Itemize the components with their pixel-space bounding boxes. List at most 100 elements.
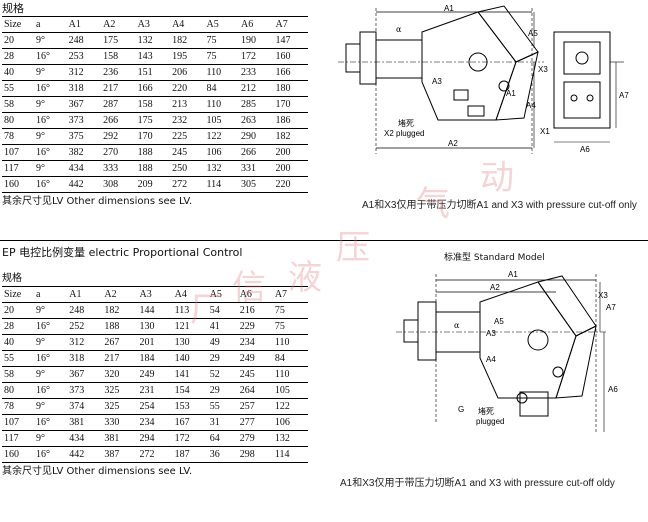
table-cell: 16° — [36, 321, 50, 332]
table-cell: 75 — [274, 321, 285, 332]
table-cell: 270 — [103, 147, 119, 158]
table-cell: 264 — [239, 385, 255, 396]
table-cell: 36 — [209, 449, 220, 460]
table-cell: 234 — [239, 337, 255, 348]
table-cell: 212 — [241, 83, 256, 94]
table-cell: 9° — [36, 433, 45, 444]
table-1-note: 其余尺寸见LV Other dimensions see LV. — [2, 196, 193, 207]
dim-a4: A4 — [486, 355, 496, 364]
table-cell: 188 — [137, 163, 153, 174]
table-cell: 231 — [139, 385, 155, 396]
table-cell: 232 — [172, 115, 188, 126]
table-cell: 140 — [174, 353, 190, 364]
table-cell: 325 — [104, 385, 120, 396]
table-cell: 381 — [104, 433, 120, 444]
table-cell: 9° — [36, 99, 45, 110]
table-cell: 9° — [36, 401, 45, 412]
table-cell: 49 — [209, 337, 220, 348]
table-cell: 187 — [174, 449, 190, 460]
diagram-2-caption: A1和X3仅用于带压力切断A1 and X3 with pressure cut… — [340, 478, 615, 489]
table-cell: 132 — [274, 433, 290, 444]
table-cell: 52 — [209, 369, 220, 380]
port-x3: X3 — [598, 291, 608, 300]
table-cell: 55 — [4, 83, 14, 94]
table-cell: 9° — [36, 35, 45, 46]
table-cell: 84 — [274, 353, 285, 364]
table-cell: 106 — [206, 147, 222, 158]
table-cell: 28 — [4, 51, 14, 62]
column-header: A1 — [69, 289, 82, 300]
table-cell: 107 — [4, 417, 19, 428]
table-cell: 195 — [172, 51, 188, 62]
table-cell: 249 — [139, 369, 155, 380]
table-cell: 9° — [36, 305, 45, 316]
table-cell: 80 — [4, 115, 14, 126]
angle-alpha: α — [396, 25, 402, 34]
dim-a5: A5 — [528, 29, 538, 38]
table-cell: 312 — [69, 337, 85, 348]
port-x1: X1 — [540, 127, 550, 136]
table-cell: 245 — [239, 369, 255, 380]
table-cell: 184 — [139, 353, 155, 364]
table-cell: 114 — [274, 449, 290, 460]
table-cell: 29 — [209, 353, 220, 364]
dim-a7: A7 — [606, 303, 616, 312]
table-cell: 166 — [137, 83, 153, 94]
table-cell: 117 — [4, 433, 19, 444]
table-cell: 172 — [174, 433, 190, 444]
table-cell: 182 — [172, 35, 188, 46]
plugged-en: plugged — [476, 417, 504, 426]
table-cell: 175 — [103, 35, 119, 46]
table-cell: 442 — [68, 179, 84, 190]
table-cell: 29 — [209, 385, 220, 396]
column-header: A7 — [274, 289, 288, 300]
table-cell: 114 — [206, 179, 222, 190]
table-cell: 107 — [4, 147, 19, 158]
table-cell: 216 — [239, 305, 255, 316]
table-cell: 375 — [68, 131, 84, 142]
table-cell: 9° — [36, 369, 45, 380]
table-cell: 9° — [36, 131, 45, 142]
plugged-cn: 堵死 — [398, 118, 414, 128]
table-1-heading: 规格 — [2, 2, 24, 15]
table-cell: 16° — [36, 51, 50, 62]
table-cell: 144 — [139, 305, 155, 316]
table-cell: 250 — [172, 163, 188, 174]
table-cell: 229 — [239, 321, 255, 332]
dim-a1: A1 — [508, 270, 518, 279]
table-cell: 330 — [104, 417, 120, 428]
table-cell: 170 — [137, 131, 153, 142]
table-cell: 236 — [103, 67, 119, 78]
column-header: Size — [4, 289, 22, 300]
table-cell: 175 — [137, 115, 153, 126]
table-cell: 318 — [69, 353, 85, 364]
table-cell: 170 — [275, 99, 291, 110]
table-cell: 312 — [68, 67, 84, 78]
table-cell: 16° — [36, 115, 50, 126]
table-cell: 55 — [209, 401, 220, 412]
table-cell: 277 — [239, 417, 255, 428]
table-cell: 167 — [174, 417, 190, 428]
table-cell: 381 — [69, 417, 85, 428]
dim-a6: A6 — [608, 385, 618, 394]
table-cell: 234 — [139, 417, 155, 428]
column-header: Size — [4, 19, 22, 30]
watermark-char: 气 — [416, 184, 450, 224]
table-cell: 158 — [103, 51, 119, 62]
table-cell: 387 — [104, 449, 120, 460]
table-cell: 320 — [104, 369, 120, 380]
diagram-1-caption: A1和X3仅用于带压力切断A1 and X3 with pressure cut… — [362, 200, 637, 211]
spec-table-block-2: EP 电控比例变量 electric Proportional Control … — [2, 246, 310, 479]
